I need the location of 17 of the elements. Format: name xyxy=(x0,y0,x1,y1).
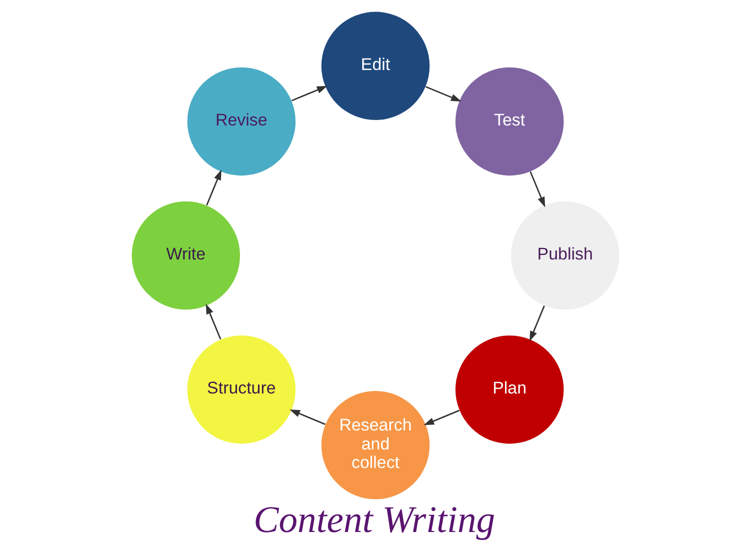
node-circle: Write xyxy=(131,201,240,310)
node-circle: Research and collect xyxy=(320,391,430,500)
arrow xyxy=(529,171,545,208)
node-circle: Test xyxy=(454,67,564,176)
arrow xyxy=(290,86,327,102)
arrow xyxy=(425,86,461,102)
arrow xyxy=(529,306,544,342)
arrow xyxy=(423,410,460,426)
arrow xyxy=(289,410,325,425)
arrow xyxy=(206,170,221,206)
node-circle: Revise xyxy=(186,67,296,176)
node-circle: Plan xyxy=(454,335,564,444)
node-circle: Structure xyxy=(186,335,296,444)
node-circle: Publish xyxy=(510,201,619,310)
diagram-title: Content Writing xyxy=(253,499,495,542)
arrow xyxy=(205,304,221,340)
node-circle: Edit xyxy=(320,12,430,120)
